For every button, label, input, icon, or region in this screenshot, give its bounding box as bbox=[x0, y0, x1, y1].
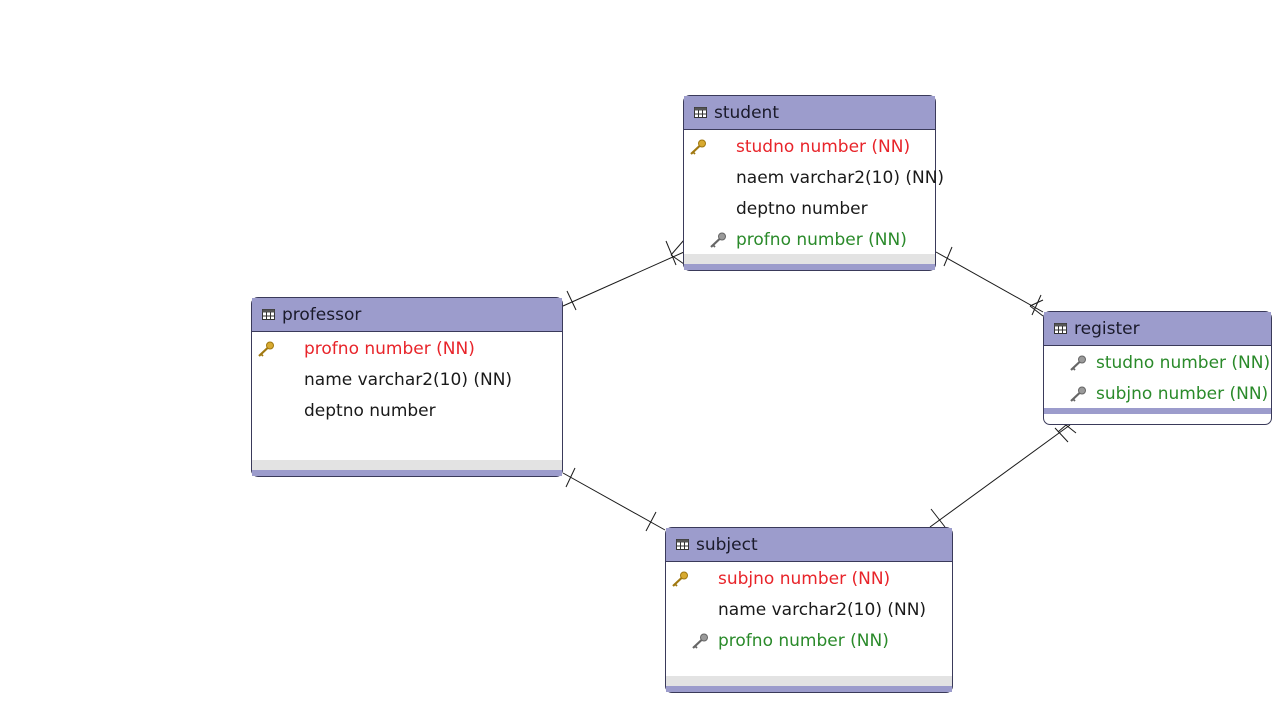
entity-header[interactable]: register bbox=[1044, 312, 1271, 346]
entity-name: professor bbox=[282, 304, 362, 325]
gold-key-icon bbox=[672, 571, 688, 587]
column-row[interactable]: deptno number bbox=[252, 396, 562, 427]
column-text: deptno number bbox=[736, 199, 868, 219]
one-tick bbox=[565, 467, 576, 488]
column-row[interactable]: name varchar2(10) (NN) bbox=[252, 365, 562, 396]
entity-name: register bbox=[1074, 318, 1140, 339]
column-row[interactable]: deptno number bbox=[684, 194, 935, 225]
column-text: profno number (NN) bbox=[718, 631, 889, 651]
one-tick bbox=[943, 246, 953, 267]
column-text: name varchar2(10) (NN) bbox=[718, 600, 927, 620]
crow-foot bbox=[1057, 424, 1067, 433]
entity-name: subject bbox=[696, 534, 758, 555]
many-tick bbox=[665, 240, 677, 266]
column-text: studno number (NN) bbox=[1096, 353, 1271, 373]
gray-key-icon bbox=[1070, 355, 1086, 371]
entity-footer bbox=[1044, 408, 1271, 424]
column-row[interactable]: studno number (NN) bbox=[684, 132, 935, 163]
table-icon bbox=[262, 309, 275, 320]
gray-key-icon bbox=[710, 232, 726, 248]
entity-header[interactable]: subject bbox=[666, 528, 952, 562]
column-text: name varchar2(10) (NN) bbox=[304, 370, 513, 390]
entity-student[interactable]: student studno number (NN) naem varchar2… bbox=[683, 95, 944, 271]
column-row[interactable]: studno number (NN) bbox=[1044, 348, 1271, 379]
crow-foot bbox=[1029, 305, 1044, 317]
entity-footer bbox=[684, 254, 935, 270]
entity-register[interactable]: register studno number (NN) subjno numbe… bbox=[1043, 311, 1272, 425]
relationship-professor-student[interactable] bbox=[562, 239, 685, 311]
one-tick bbox=[566, 290, 577, 311]
many-tick bbox=[1054, 427, 1069, 443]
column-text: naem varchar2(10) (NN) bbox=[736, 168, 945, 188]
crow-foot bbox=[1029, 299, 1044, 307]
column-text: profno number (NN) bbox=[736, 230, 907, 250]
column-row[interactable]: profno number (NN) bbox=[666, 626, 952, 657]
column-list: studno number (NN) subjno number (NN) bbox=[1044, 346, 1271, 410]
entity-subject[interactable]: subject subjno number (NN) name varchar2… bbox=[665, 527, 953, 693]
entity-footer bbox=[666, 676, 952, 692]
column-row[interactable]: subjno number (NN) bbox=[1044, 379, 1271, 410]
one-tick bbox=[930, 508, 946, 528]
entity-professor[interactable]: professor profno number (NN) name varcha… bbox=[251, 297, 563, 477]
crow-foot bbox=[1065, 424, 1077, 434]
crow-foot bbox=[670, 239, 685, 256]
entity-name: student bbox=[714, 102, 779, 123]
column-text: subjno number (NN) bbox=[718, 569, 891, 589]
column-text: subjno number (NN) bbox=[1096, 384, 1269, 404]
column-row[interactable]: subjno number (NN) bbox=[666, 564, 952, 595]
many-tick bbox=[1031, 294, 1042, 316]
column-row[interactable]: name varchar2(10) (NN) bbox=[666, 595, 952, 626]
column-text: profno number (NN) bbox=[304, 339, 475, 359]
entity-header[interactable]: professor bbox=[252, 298, 562, 332]
gray-key-icon bbox=[692, 633, 708, 649]
entity-footer bbox=[252, 460, 562, 476]
crow-foot bbox=[670, 254, 685, 265]
relationship-professor-subject[interactable] bbox=[562, 467, 666, 532]
relationship-student-register[interactable] bbox=[935, 246, 1044, 317]
relationship-subject-register[interactable] bbox=[929, 424, 1077, 528]
gold-key-icon bbox=[690, 139, 706, 155]
one-tick bbox=[645, 511, 657, 532]
gray-key-icon bbox=[1070, 386, 1086, 402]
column-text: deptno number bbox=[304, 401, 436, 421]
column-row[interactable]: profno number (NN) bbox=[252, 334, 562, 365]
table-icon bbox=[694, 107, 707, 118]
table-icon bbox=[676, 539, 689, 550]
column-text: studno number (NN) bbox=[736, 137, 911, 157]
table-icon bbox=[1054, 323, 1067, 334]
column-row[interactable]: naem varchar2(10) (NN) bbox=[684, 163, 944, 194]
column-list: studno number (NN) naem varchar2(10) (NN… bbox=[684, 130, 944, 256]
column-list: subjno number (NN) name varchar2(10) (NN… bbox=[666, 562, 952, 657]
column-list: profno number (NN) name varchar2(10) (NN… bbox=[252, 332, 562, 427]
gold-key-icon bbox=[258, 341, 274, 357]
entity-header[interactable]: student bbox=[684, 96, 935, 130]
column-row[interactable]: profno number (NN) bbox=[684, 225, 935, 256]
